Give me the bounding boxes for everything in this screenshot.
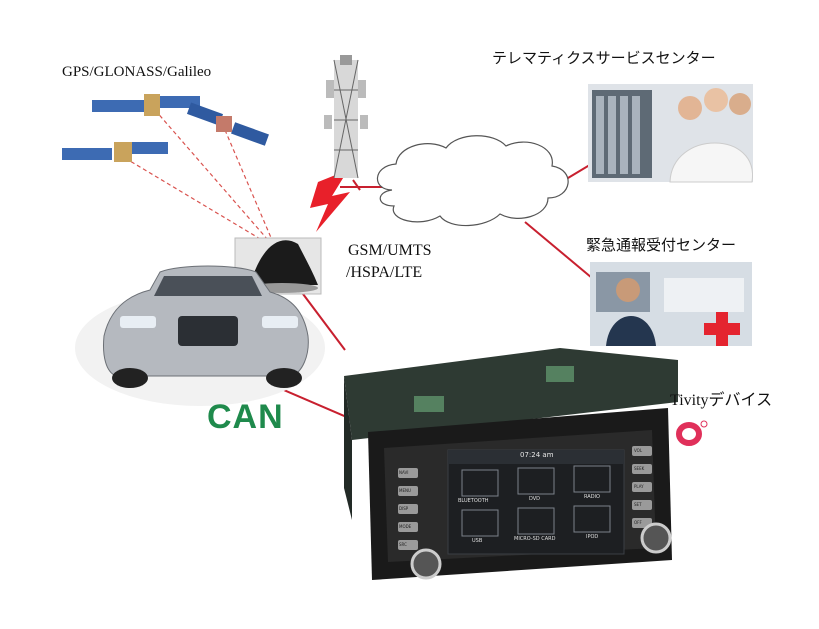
network-label-line2: /HSPA/LTE: [346, 264, 422, 282]
right-button-4[interactable]: SET: [634, 502, 642, 507]
screen-clock: 07:24 am: [520, 451, 554, 459]
lightning-icon: [310, 170, 350, 232]
satellite-icon-3: [62, 142, 168, 162]
device-label: Tivityデバイス: [670, 386, 772, 410]
can-bus-label: CAN: [207, 398, 284, 437]
left-button-3[interactable]: DISP: [399, 506, 408, 511]
telematics-center-label: テレマティクスサービスセンター: [492, 47, 716, 68]
satellite-icon-1: [92, 94, 200, 116]
telematics-center-photo: [588, 84, 753, 182]
app-label-microsd[interactable]: MICRO-SD CARD: [514, 536, 555, 542]
left-button-2[interactable]: MENU: [399, 488, 411, 493]
emergency-center-photo: [590, 262, 752, 346]
network-label-line1: GSM/UMTS: [348, 242, 432, 260]
head-unit-device: [344, 348, 678, 580]
network-cloud: [377, 136, 568, 226]
left-button-1[interactable]: NAVI: [399, 470, 408, 475]
app-label-bluetooth[interactable]: BLUETOOTH: [458, 498, 489, 504]
left-button-5[interactable]: SRC: [399, 542, 407, 547]
app-label-ipod[interactable]: IPOD: [586, 534, 598, 540]
left-button-4[interactable]: MODE: [399, 524, 411, 529]
app-label-dvd[interactable]: DVD: [529, 496, 540, 502]
satellite-icon-2: [187, 103, 269, 146]
device-logo-icon: [679, 421, 707, 443]
cell-tower-icon: [324, 55, 368, 178]
left-knob-icon: [412, 550, 440, 578]
right-button-5[interactable]: OFF: [634, 520, 642, 525]
satellite-systems-label: GPS/GLONASS/Galileo: [62, 64, 211, 81]
right-button-3[interactable]: PLAY: [634, 484, 644, 489]
app-label-usb[interactable]: USB: [472, 538, 482, 544]
app-label-radio[interactable]: RADIO: [584, 494, 600, 500]
right-button-1[interactable]: VOL: [634, 448, 642, 453]
emergency-center-label: 緊急通報受付センター: [586, 234, 736, 255]
right-knob-icon: [642, 524, 670, 552]
right-button-2[interactable]: SEEK: [634, 466, 644, 471]
